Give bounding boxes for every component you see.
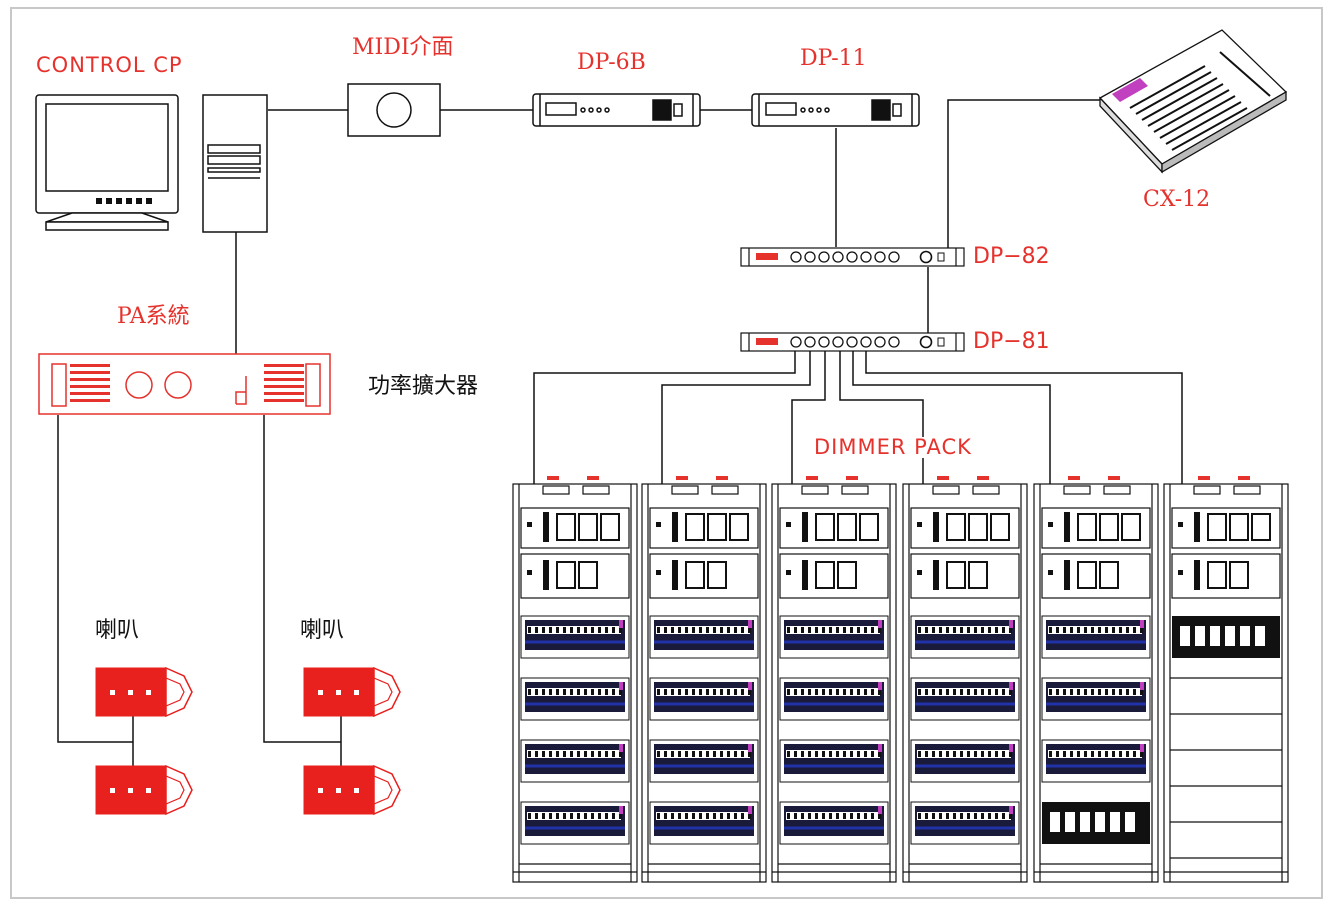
dp6b-device-icon <box>532 93 701 127</box>
dimmer-rack-group <box>512 476 1289 883</box>
control-cp-label: CONTROL CP <box>36 53 183 77</box>
speaker-group-right <box>303 666 401 816</box>
xlr-connector-icon <box>818 251 830 263</box>
pa-system-label: PA系統 <box>117 304 190 329</box>
xlr-connector-icon <box>804 336 816 348</box>
xlr-connector-icon <box>790 336 802 348</box>
xlr-connector-icon <box>846 336 858 348</box>
diagram-border <box>10 7 1323 899</box>
cx12-label: CX-12 <box>1143 187 1211 212</box>
xlr-connector-icon <box>818 336 830 348</box>
speaker-icon <box>303 764 401 816</box>
xlr-connector-icon <box>919 335 933 349</box>
xlr-connector-icon <box>888 336 900 348</box>
xlr-connector-icon <box>860 251 872 263</box>
power-amplifier-label: 功率擴大器 <box>368 374 479 399</box>
dimmer-rack-icon <box>902 476 1028 883</box>
dp6b-label: DP-6B <box>577 50 646 75</box>
xlr-connector-icon <box>874 251 886 263</box>
dp81-splitter-icon <box>740 332 965 352</box>
dimmer-rack-icon <box>641 476 767 883</box>
xlr-connector-icon <box>846 251 858 263</box>
dimmer-rack-icon <box>1163 476 1289 883</box>
dp81-label: DP−81 <box>973 329 1050 354</box>
dimmer-rack-icon <box>771 476 897 883</box>
xlr-connector-icon <box>888 251 900 263</box>
dp82-splitter-icon <box>740 247 965 267</box>
speaker-label-left: 喇叭 <box>95 618 140 643</box>
speaker-icon <box>303 666 401 718</box>
pa-amplifier-icon <box>38 353 331 415</box>
dp82-label: DP−82 <box>973 244 1050 269</box>
speaker-group-left <box>95 666 193 816</box>
xlr-connector-icon <box>919 250 933 264</box>
pc-tower-icon <box>202 94 268 233</box>
xlr-connector-icon <box>874 336 886 348</box>
dimmer-rack-icon <box>512 476 638 883</box>
xlr-connector-icon <box>790 251 802 263</box>
connection-cables <box>57 99 1183 768</box>
xlr-connector-icon <box>860 336 872 348</box>
xlr-connector-icon <box>832 336 844 348</box>
dp11-label: DP-11 <box>800 46 867 71</box>
cx12-console-icon <box>1098 29 1288 174</box>
speaker-icon <box>95 764 193 816</box>
midi-interface-icon <box>347 83 441 137</box>
speaker-icon <box>95 666 193 718</box>
xlr-connector-icon <box>832 251 844 263</box>
dimmer-rack-icon <box>1033 476 1159 883</box>
midi-interface-label: MIDI介面 <box>352 35 454 60</box>
speaker-label-right: 喇叭 <box>300 618 345 643</box>
dimmer-pack-label: DIMMER PACK <box>812 435 974 459</box>
monitor-icon <box>35 94 179 231</box>
dp11-device-icon <box>751 93 920 127</box>
xlr-connector-icon <box>804 251 816 263</box>
